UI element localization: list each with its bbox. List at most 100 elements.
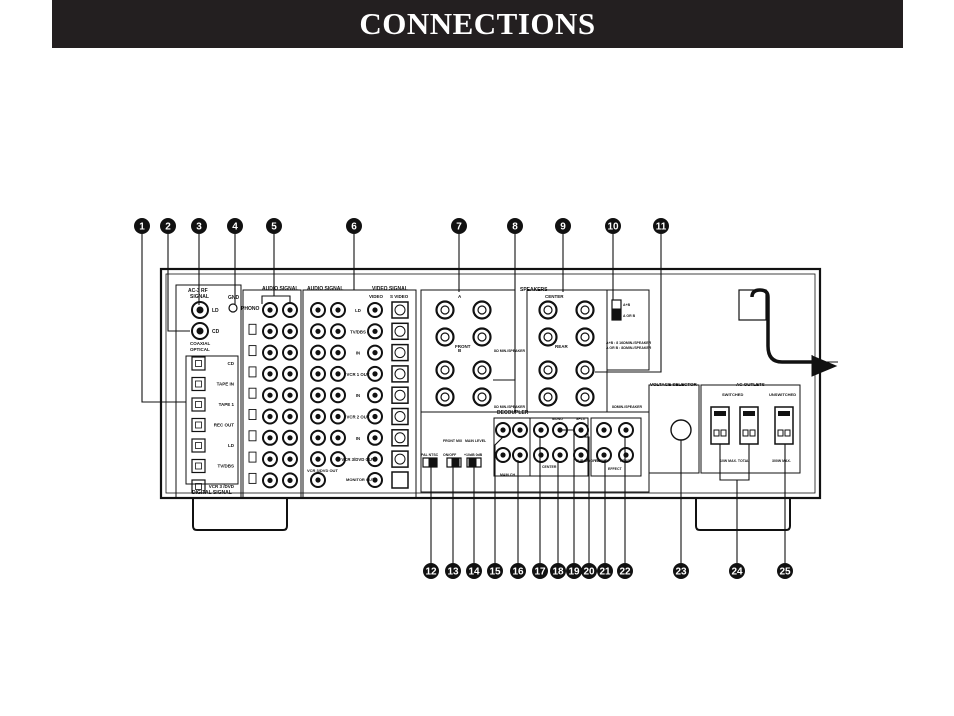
front-speaker-terminal-inner (440, 392, 450, 402)
center-rear-speaker-terminal (538, 327, 558, 347)
audio-jack-left-center (267, 371, 273, 377)
front-speaker-terminal-inner (477, 305, 487, 315)
decoupler-jack-center (623, 427, 629, 433)
av-audio-left-center (315, 307, 321, 313)
decoupler-jack-center (500, 427, 506, 433)
callout-number: 10 (607, 222, 619, 233)
switched-outlet-prong (749, 429, 756, 437)
decoupler-jacks (495, 422, 634, 463)
callout-number: 24 (731, 567, 743, 578)
center-rear-speaker-terminal (538, 360, 558, 380)
av-row-label: TV/DBS (350, 329, 366, 334)
svideo-col-label: S VIDEO (390, 294, 409, 299)
callout-marker: 25 (777, 563, 793, 579)
audio-row-tag (248, 409, 257, 420)
callout-marker: 10 (605, 218, 621, 234)
callout-marker: 13 (445, 563, 461, 579)
front-speaker-terminal-inner (440, 365, 450, 375)
av-row-label: VCR 3/DVD OUT (341, 457, 375, 462)
center-spk-label: CENTER (545, 294, 564, 299)
switched-outlet-prong (742, 429, 749, 437)
video-signal-label: VIDEO SIGNAL (372, 286, 408, 292)
leader-line (141, 234, 186, 403)
callout-marker: 16 (510, 563, 526, 579)
audio-jack-right (282, 365, 298, 382)
audio-jack-left-center (267, 435, 273, 441)
switched-label: SWITCHED (722, 392, 743, 397)
callout-marker: 7 (451, 218, 467, 234)
audio-jack-right (282, 323, 298, 340)
unswitched-outlet-prong (784, 429, 791, 437)
front-speaker-terminal-inner (440, 305, 450, 315)
optical-port (191, 356, 206, 371)
switched-outlet-prong (713, 429, 720, 437)
center-rear-speaker-terminal-inner (580, 332, 590, 342)
av-row-label: IN (356, 393, 360, 398)
av-audio-left-center (315, 392, 321, 398)
callout-marker: 22 (617, 563, 633, 579)
leader-line (494, 436, 504, 563)
monitor-out-jack (367, 472, 383, 488)
foot-left (192, 498, 288, 531)
pal-ntsc-label: PAL NTSC (421, 453, 439, 457)
ab-switch-label-a: A+B (623, 303, 631, 307)
av-audio-left-center (315, 413, 321, 420)
decoupler-jack (533, 422, 549, 438)
s-video-port-inner (394, 453, 406, 465)
decoupler-jack (618, 447, 634, 463)
optical-port-inner (195, 380, 202, 388)
optical-input-label: REC OUT (214, 423, 235, 428)
video-jack-center (372, 371, 378, 377)
av-audio-right (330, 451, 346, 468)
leader-line (719, 444, 750, 563)
sub-woofer-label: SUB WOOFER (576, 459, 601, 463)
front-spk-label: FRONT (455, 344, 471, 349)
on-off-label: ON/OFF (443, 453, 457, 457)
callout-marker: 12 (423, 563, 439, 579)
video-jack-center (372, 307, 378, 313)
audio-jack-left-center (267, 328, 273, 334)
decoupler-jack-center (623, 452, 629, 458)
av-row-label: VCR 2 OUT (347, 415, 370, 420)
callout-number: 13 (447, 567, 459, 578)
decoupler-jack-center (601, 452, 607, 458)
callout-number: 14 (468, 567, 480, 578)
header-bar: CONNECTIONS (52, 0, 903, 48)
voltage-selector-label: VOLTAGE SELECTOR (650, 382, 698, 387)
callout-marker: 8 (507, 218, 523, 234)
video-jack (367, 451, 383, 468)
optical-port-inner (195, 421, 202, 429)
video-jack (367, 408, 383, 425)
callout-number: 4 (232, 222, 238, 233)
audio-jack-left (262, 387, 278, 404)
cd-label: CD (212, 329, 220, 335)
vcr3-audio-left (310, 472, 326, 488)
audio-jack-right (282, 408, 298, 425)
av-audio-left (310, 451, 326, 468)
ac3-rf-jack (191, 301, 209, 319)
callout-marker: 11 (653, 218, 669, 234)
mono-label: MONO (552, 417, 563, 421)
monitor-out-label: MONITOR OUT (346, 477, 375, 482)
callout-number: 18 (552, 567, 564, 578)
video-col-label: VIDEO (369, 294, 384, 299)
decoupler-jack-center (601, 427, 607, 433)
s-video-port (391, 365, 409, 383)
audio-jack-left-center (267, 307, 273, 313)
optical-port (191, 417, 206, 433)
callout-marker: 18 (550, 563, 566, 579)
audio-jack-left (262, 302, 278, 318)
chassis-outline (159, 267, 822, 500)
callout-number: 5 (271, 222, 277, 233)
callout-number: 11 (656, 222, 667, 233)
callout-marker: 23 (673, 563, 689, 579)
av-audio-right (330, 302, 346, 318)
callout-number: 2 (165, 222, 171, 233)
audio-jack-right-center (287, 328, 293, 334)
decoupler-jack (552, 447, 568, 463)
center-rear-speaker-terminal-inner (580, 305, 590, 315)
center-rear-speaker-terminal (538, 300, 558, 320)
front-mix-label: FRONT MIX (443, 439, 463, 443)
callout-leaders (141, 234, 786, 563)
